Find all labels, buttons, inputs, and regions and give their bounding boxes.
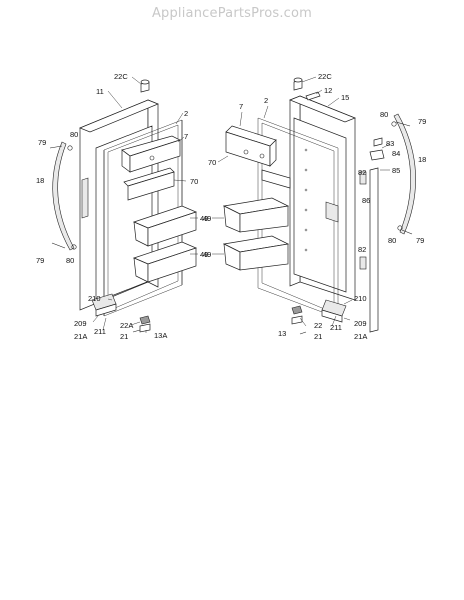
callout-right-22: 22 [314,321,322,330]
left-handle [49,141,77,251]
callout-right-70: 70 [208,158,216,167]
callout-right-2: 2 [264,96,268,105]
callout-right-80b: 80 [388,236,396,245]
callouts-left: 22C 11 2 7 70 49 49 80 79 18 79 80 210 2… [36,72,208,341]
callout-left-70: 70 [190,177,198,186]
callout-right-79a: 79 [418,117,426,126]
callout-left-7: 7 [184,132,188,141]
callout-left-2: 2 [184,109,188,118]
leader-lines [92,76,391,333]
callout-left-49b: 49 [200,250,208,259]
callout-right-79b: 79 [416,236,424,245]
callout-right-7: 7 [239,102,243,111]
callout-right-84: 84 [392,149,400,158]
callout-left-21: 21 [120,332,128,341]
callout-right-49b: 49 [203,250,211,259]
callout-left-211: 211 [94,327,106,336]
callout-right-83: 83 [386,139,394,148]
callouts-right: 22C 12 15 2 7 70 49 49 80 79 83 84 18 85… [203,72,426,341]
callout-right-82b: 82 [358,245,366,254]
callout-left-11: 11 [96,87,104,96]
callout-left-21a: 21A [74,332,87,341]
right-door-liner [293,117,347,293]
callout-right-21: 21 [314,332,322,341]
callout-left-49a: 49 [200,214,208,223]
callout-left-22c: 22C [114,72,128,81]
callout-right-209: 209 [354,319,367,328]
callout-right-13: 13 [278,329,286,338]
callout-right-211: 211 [330,323,342,332]
callout-left-80b: 80 [66,256,74,265]
callout-left-210: 210 [88,294,101,303]
callout-left-22a: 22A [120,321,133,330]
callout-right-210: 210 [354,294,367,303]
callout-right-21a: 21A [354,332,367,341]
callout-left-79a: 79 [38,138,46,147]
right-handle [369,113,416,235]
callout-right-18: 18 [418,155,426,164]
callout-right-85: 85 [392,166,400,175]
callout-right-12: 12 [324,86,332,95]
callout-left-80a: 80 [70,130,78,139]
callout-left-209: 209 [74,319,87,328]
callout-right-22c: 22C [318,72,332,81]
watermark: AppliancePartsPros.com [151,6,313,21]
callout-right-80a: 80 [380,110,388,119]
left-door-assembly [79,79,197,333]
callout-right-15: 15 [341,93,349,102]
callout-left-18: 18 [36,176,44,185]
callout-left-13a: 13A [154,331,167,340]
callout-right-86: 86 [362,196,370,205]
callout-left-79b: 79 [36,256,44,265]
callout-right-49a: 49 [203,214,211,223]
right-door-assembly [222,77,379,335]
right-trim [369,167,379,333]
callout-right-82a: 82 [358,168,366,177]
